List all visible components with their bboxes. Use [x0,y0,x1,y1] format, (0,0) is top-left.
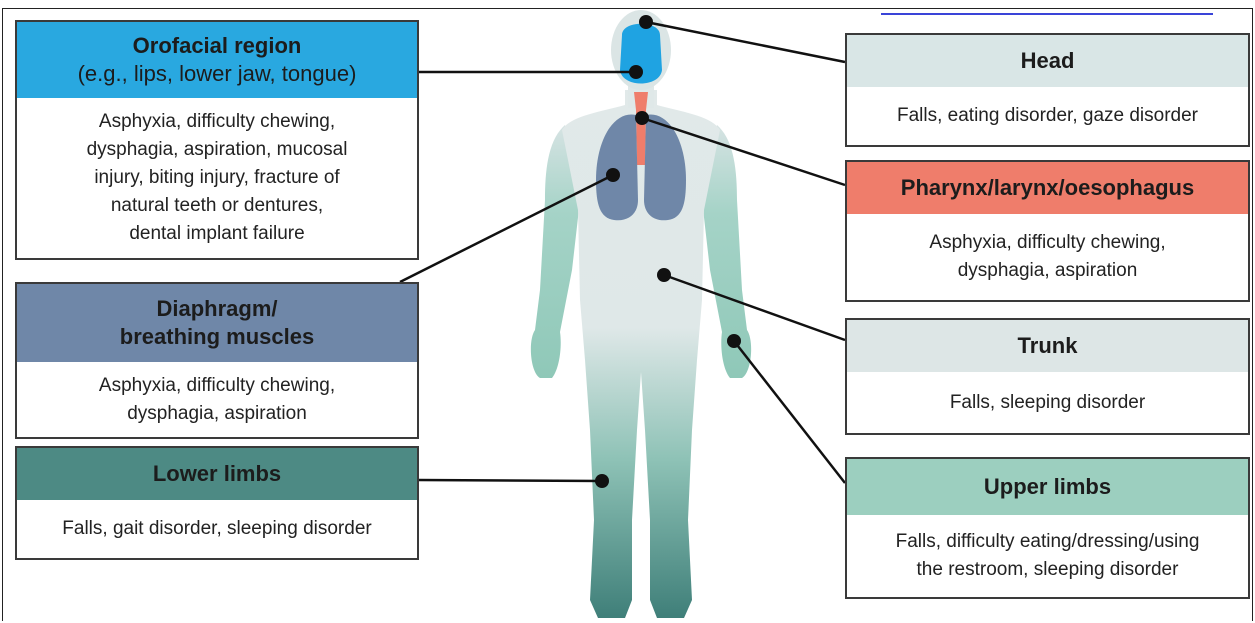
head-header: Head [847,35,1248,87]
diaphragm-description: Asphyxia, difficulty chewing, dysphagia,… [17,362,417,437]
upper-limbs-marker [727,334,741,348]
head-description: Falls, eating disorder, gaze disorder [847,87,1248,145]
orofacial-header: Orofacial region (e.g., lips, lower jaw,… [17,22,417,98]
orofacial-line: dental implant failure [87,220,348,248]
lower-limbs-header: Lower limbs [17,448,417,500]
pharynx-description: Asphyxia, difficulty chewing, dysphagia,… [847,214,1248,300]
orofacial-description: Asphyxia, difficulty chewing, dysphagia,… [17,98,417,258]
upper-limbs-box: Upper limbs Falls, difficulty eating/dre… [845,457,1250,599]
trunk-line: Falls, sleeping disorder [950,389,1145,417]
diaphragm-title-line: Diaphragm/ [156,295,277,323]
pharynx-marker [635,111,649,125]
orofacial-line: injury, biting injury, fracture of [87,164,348,192]
trunk-description: Falls, sleeping disorder [847,372,1248,433]
trunk-marker [657,268,671,282]
lower-limbs-marker [595,474,609,488]
pharynx-title: Pharynx/larynx/oesophagus [901,174,1194,202]
orofacial-line: Asphyxia, difficulty chewing, [87,108,348,136]
trunk-header: Trunk [847,320,1248,372]
diaphragm-title-line: breathing muscles [120,323,314,351]
orofacial-line: dysphagia, aspiration, mucosal [87,136,348,164]
upper-limbs-description: Falls, difficulty eating/dressing/using … [847,515,1248,597]
diaphragm-line: dysphagia, aspiration [99,400,335,428]
head-line: Falls, eating disorder, gaze disorder [897,102,1198,130]
lower-limbs-description: Falls, gait disorder, sleeping disorder [17,500,417,558]
upper-limbs-title: Upper limbs [984,473,1111,501]
lower-limbs-line: Falls, gait disorder, sleeping disorder [62,515,371,543]
diaphragm-line: Asphyxia, difficulty chewing, [99,372,335,400]
diaphragm-box: Diaphragm/ breathing muscles Asphyxia, d… [15,282,419,439]
pharynx-line: dysphagia, aspiration [929,257,1165,285]
trunk-box: Trunk Falls, sleeping disorder [845,318,1250,435]
trunk-title: Trunk [1018,332,1078,360]
lower-limbs-title: Lower limbs [153,460,281,488]
upper-limbs-line: the restroom, sleeping disorder [896,556,1200,584]
upper-limbs-line: Falls, difficulty eating/dressing/using [896,528,1200,556]
orofacial-marker [629,65,643,79]
orofacial-title: Orofacial region [133,32,302,60]
orofacial-subtitle: (e.g., lips, lower jaw, tongue) [78,60,357,88]
pharynx-box: Pharynx/larynx/oesophagus Asphyxia, diff… [845,160,1250,302]
orofacial-box: Orofacial region (e.g., lips, lower jaw,… [15,20,419,260]
head-title: Head [1021,47,1075,75]
pharynx-header: Pharynx/larynx/oesophagus [847,162,1248,214]
diaphragm-marker [606,168,620,182]
head-marker [639,15,653,29]
lower-limbs-box: Lower limbs Falls, gait disorder, sleepi… [15,446,419,560]
upper-limbs-header: Upper limbs [847,459,1248,515]
diaphragm-header: Diaphragm/ breathing muscles [17,284,417,362]
pharynx-line: Asphyxia, difficulty chewing, [929,229,1165,257]
orofacial-line: natural teeth or dentures, [87,192,348,220]
head-box: Head Falls, eating disorder, gaze disord… [845,33,1250,147]
